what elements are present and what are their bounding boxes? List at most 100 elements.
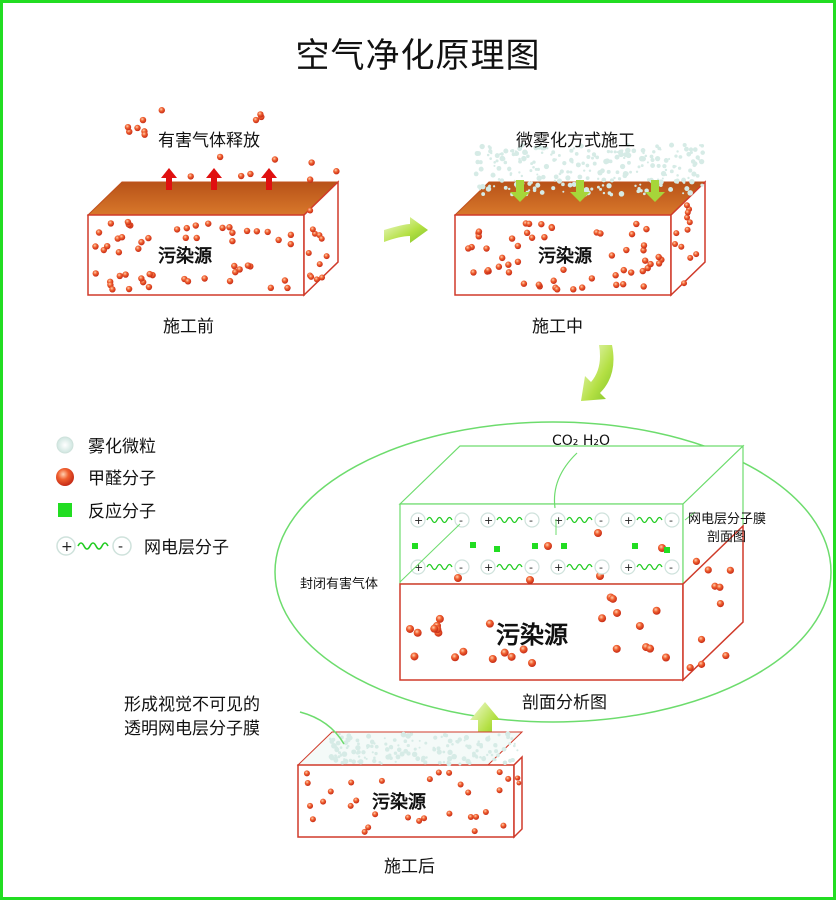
reaction-molecule <box>561 543 567 549</box>
formaldehyde-particle <box>684 226 691 233</box>
mist-particle <box>475 153 478 156</box>
net-electric-molecules: +-+-+-+-+-+-+-+- <box>410 512 680 575</box>
formaldehyde-particle <box>365 824 372 831</box>
svg-text:-: - <box>599 561 603 574</box>
mist-particle <box>489 157 493 160</box>
formaldehyde-particle <box>528 234 536 241</box>
mist-particle <box>684 186 690 192</box>
mist-particle <box>479 143 485 150</box>
formaldehyde-particle <box>287 231 295 239</box>
mist-particle <box>639 189 643 193</box>
mist-particle <box>585 163 590 168</box>
mist-particle <box>397 744 400 747</box>
mist-particle <box>488 149 493 154</box>
svg-text:-: - <box>459 561 463 574</box>
mist-particle <box>432 746 436 750</box>
mist-particle <box>424 741 428 745</box>
formaldehyde-particle <box>687 254 694 261</box>
net-electric-molecule: +- <box>550 512 610 528</box>
mist-particle <box>490 172 496 178</box>
formaldehyde-particle <box>726 566 734 574</box>
mist-particle <box>675 178 680 183</box>
formaldehyde-particle <box>109 286 116 293</box>
formaldehyde-particle <box>598 614 607 623</box>
formaldehyde-particle <box>318 235 325 242</box>
mist-particle <box>436 749 442 755</box>
mist-particle <box>492 758 496 762</box>
products-pointer <box>553 452 578 509</box>
stage-after-caption: 施工后 <box>384 857 435 877</box>
mist-particle <box>586 155 591 160</box>
formaldehyde-particle <box>613 608 622 617</box>
products-label: CO₂ H₂O <box>552 433 611 449</box>
mist-particle <box>649 154 654 159</box>
formaldehyde-particle <box>627 269 635 276</box>
mist-particle <box>585 176 590 181</box>
mist-particle <box>437 760 442 765</box>
mist-particle <box>613 150 617 154</box>
mist-particle <box>403 739 408 744</box>
mist-particle <box>603 158 609 165</box>
mist-particle <box>475 755 479 759</box>
mist-particle <box>415 756 421 762</box>
net-electric-molecule: +- <box>620 559 680 575</box>
mist-particle <box>486 153 490 157</box>
formaldehyde-particle <box>107 220 115 227</box>
formaldehyde-particle <box>348 779 355 786</box>
mist-particle <box>625 152 632 159</box>
membrane-section-label: 剖面图 <box>707 530 747 545</box>
formaldehyde-particle <box>470 269 477 276</box>
legend-label: 反应分子 <box>88 502 156 522</box>
mist-particle <box>442 750 446 754</box>
mist-particle <box>650 157 655 163</box>
formaldehyde-particle <box>267 284 275 292</box>
mist-particle <box>513 742 516 745</box>
mist-particle <box>606 169 611 174</box>
formaldehyde-particle <box>640 247 647 254</box>
mist-particle <box>451 753 457 760</box>
mist-particle <box>518 159 523 164</box>
formaldehyde-particle <box>588 275 596 282</box>
cross-section-box: +-+-+-+-+-+-+-+- <box>398 444 745 682</box>
mist-particle <box>357 760 360 763</box>
mist-particle <box>545 146 549 150</box>
mist-particle <box>592 161 597 166</box>
mist-particle <box>493 161 496 164</box>
mist-particle <box>639 183 642 186</box>
formaldehyde-particle <box>457 781 464 788</box>
formaldehyde-particle <box>550 277 557 284</box>
formaldehyde-particle <box>570 286 577 293</box>
mist-particle <box>476 742 481 747</box>
mist-particle <box>479 756 482 759</box>
mist-particle <box>615 170 620 175</box>
mist-particle <box>516 749 519 752</box>
formaldehyde-particle <box>378 777 385 784</box>
mist-particle <box>497 733 501 737</box>
mist-particle <box>396 747 402 753</box>
particles-during <box>465 202 700 293</box>
mist-particle <box>461 756 467 762</box>
formaldehyde-particle <box>435 614 444 623</box>
formaldehyde-particle <box>435 769 442 776</box>
mist-particle <box>365 743 371 749</box>
mist-particle <box>465 744 469 748</box>
mist-particle <box>663 158 669 163</box>
mist-particle <box>411 751 418 758</box>
formaldehyde-particle <box>287 240 294 248</box>
mist-particle <box>607 191 612 195</box>
mist-particle <box>536 173 539 176</box>
mist-particle <box>446 761 452 767</box>
mist-particle <box>684 146 689 152</box>
mist-particle <box>383 737 386 740</box>
mist-particle <box>457 737 462 742</box>
mist-particle <box>403 748 409 754</box>
formaldehyde-particle <box>508 235 516 242</box>
mist-particle <box>616 151 619 154</box>
svg-text:-: - <box>118 539 123 555</box>
mist-particle <box>384 747 390 752</box>
formaldehyde-particle <box>544 542 552 550</box>
formaldehyde-particle <box>475 228 483 235</box>
mist-particle <box>508 187 511 191</box>
mist-particle <box>664 168 668 172</box>
formaldehyde-particle <box>145 234 152 242</box>
